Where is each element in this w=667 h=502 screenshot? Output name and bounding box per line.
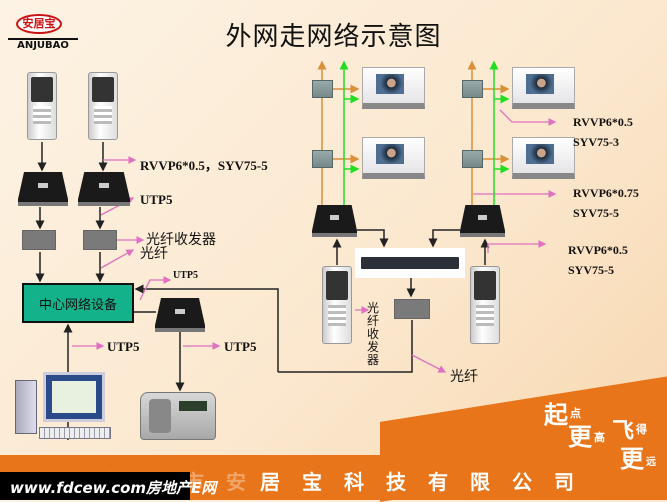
cable-label: UTP5 xyxy=(173,270,198,281)
decoder xyxy=(460,205,505,237)
distributor xyxy=(462,150,483,168)
fiber-converter xyxy=(83,230,117,250)
cable-label: UTP5 xyxy=(224,339,257,354)
fiber-converter xyxy=(22,230,56,250)
cable-label: UTP5 xyxy=(140,192,173,207)
indoor-monitor xyxy=(362,67,425,109)
decoder xyxy=(312,205,357,237)
cable-label: SYV75-5 xyxy=(573,206,620,220)
indoor-monitor xyxy=(362,137,425,179)
cable-label: SYV75-5 xyxy=(568,263,615,277)
distributor xyxy=(312,80,333,98)
converter-label: 光纤收发器 xyxy=(146,232,216,248)
decoder xyxy=(18,172,68,206)
logo-english: ANJUBAO xyxy=(8,38,78,51)
distributor xyxy=(462,80,483,98)
indoor-monitor xyxy=(512,67,575,109)
anjubao-logo: 安居宝 ANJUBAO xyxy=(8,8,78,52)
company-name: 居宝科技有限公司 xyxy=(260,470,596,494)
website-watermark: www.fdcew.com房地产E网 xyxy=(0,472,216,500)
distributor xyxy=(312,150,333,168)
management-phone xyxy=(140,392,216,440)
fiber-label: 光纤 xyxy=(140,246,168,262)
door-station xyxy=(322,266,352,344)
cable-label: SYV75-3 xyxy=(573,135,620,149)
decoder xyxy=(155,298,205,332)
management-computer xyxy=(15,372,125,442)
converter-label: 光纤收发器 xyxy=(367,301,380,367)
indoor-monitor xyxy=(512,137,575,179)
door-station xyxy=(27,72,57,140)
door-station xyxy=(470,266,500,344)
cable-label: RVVP6*0.5 xyxy=(573,115,633,129)
cable-label: RVVP6*0.5 xyxy=(568,243,628,257)
logo-chinese: 安居宝 xyxy=(16,14,62,34)
fiber-label: 光纤 xyxy=(450,369,478,385)
network-switch xyxy=(355,248,465,278)
cable-label: RVVP6*0.5，SYV75-5 xyxy=(140,158,268,173)
door-station xyxy=(88,72,118,140)
cable-label: UTP5 xyxy=(107,339,140,354)
center-network-device: 中心网络设备 xyxy=(22,283,134,323)
slogan: 起 点 更 高 飞 得 更 远 xyxy=(544,400,656,473)
fiber-converter xyxy=(394,299,430,319)
page-title: 外网走网络示意图 xyxy=(225,22,442,52)
cable-label: RVVP6*0.75 xyxy=(573,186,639,200)
decoder xyxy=(78,172,130,206)
